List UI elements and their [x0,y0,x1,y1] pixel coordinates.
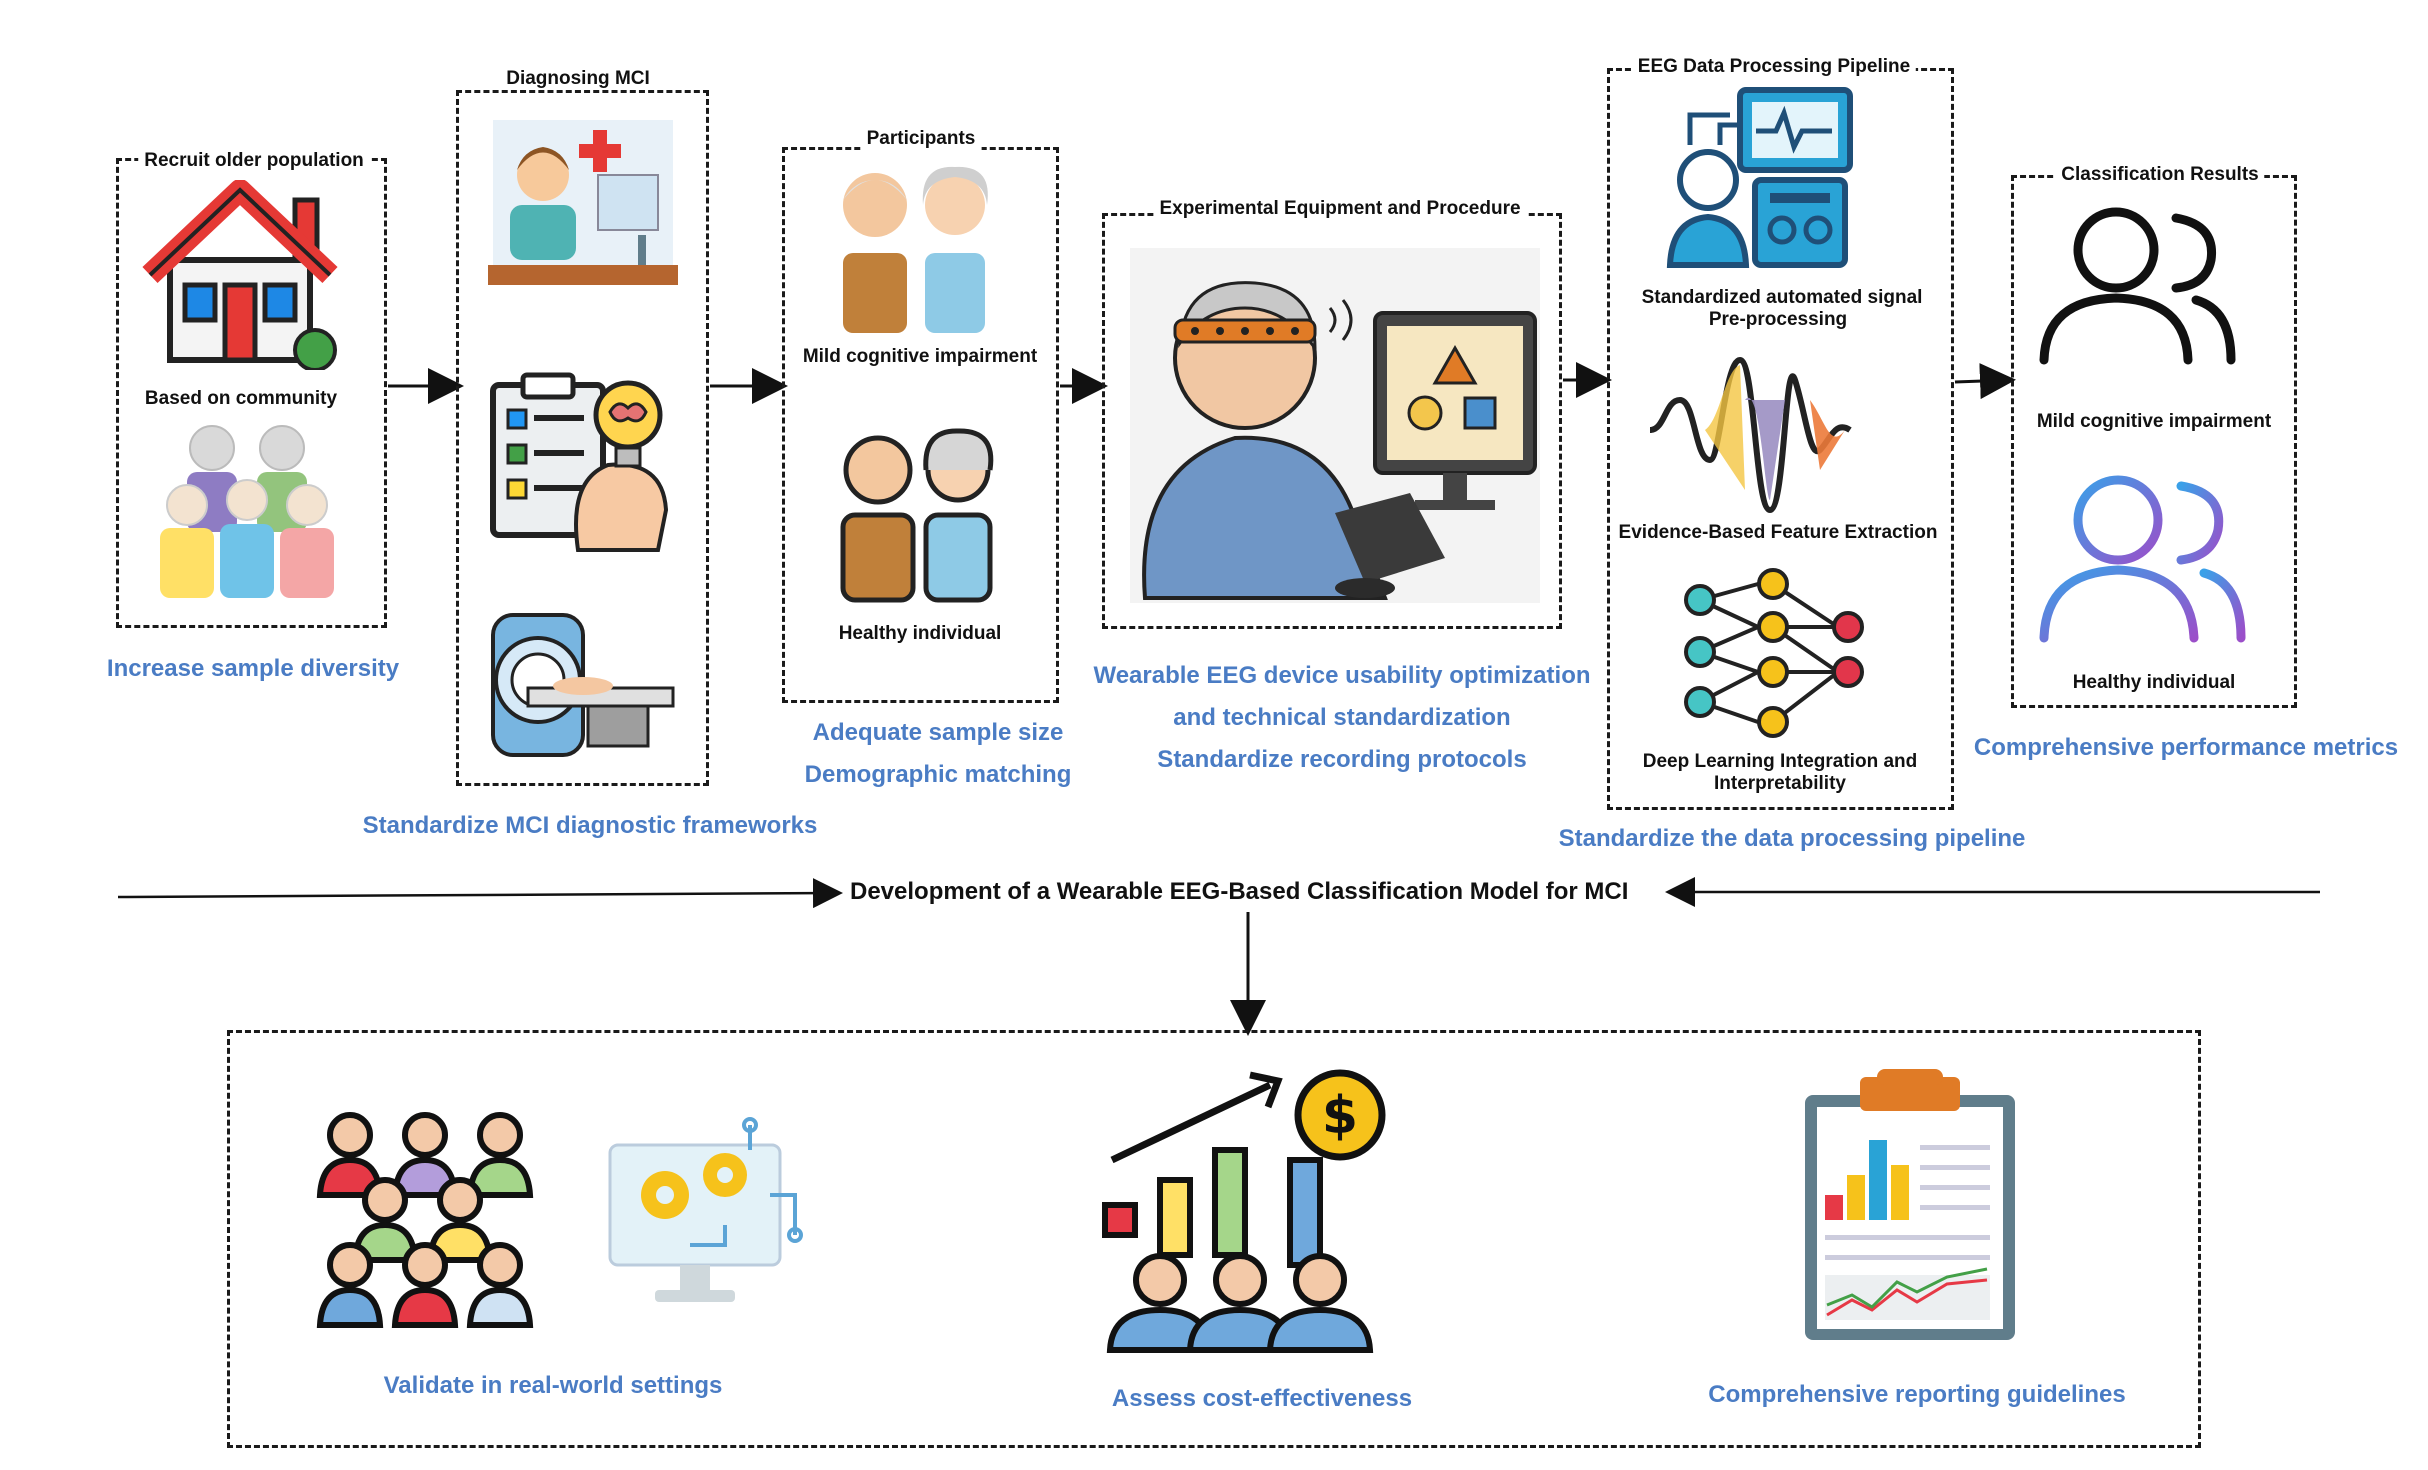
report-clipboard-icon [1805,1069,2015,1340]
participants-caption1: Adequate sample size [812,719,1064,746]
elderly-couple-healthy-icon [840,428,994,603]
results-group2: Healthy individual [2072,672,2236,693]
future-item2: Assess cost-effectiveness [1111,1385,1413,1412]
equipment-caption1: Wearable EEG device usability optimizati… [1093,662,1591,689]
mri-scanner-icon [491,613,675,757]
main-title: Development of a Wearable EEG-Based Clas… [850,878,1629,905]
diagnosing-title: Diagnosing MCI [500,68,656,90]
user-group-black-icon [2039,207,2236,365]
participants-group2: Healthy individual [838,623,1002,644]
waveform-icon [1649,356,1852,514]
pipeline-step3b: Interpretability [1714,773,1846,794]
participants-group1: Mild cognitive impairment [802,346,1038,367]
arrow-pipeline-to-results [1954,363,2016,400]
neural-network-icon [1684,568,1864,738]
svg-text:$: $ [1322,1086,1358,1146]
participants-title: Participants [860,128,982,150]
pipeline-step1b: Pre-processing [1708,309,1848,330]
community-group-icon [160,425,334,598]
doctor-icon [488,120,678,285]
diagnosing-box [456,90,709,786]
pipeline-step1a: Standardized automated signal [1641,287,1923,308]
equipment-title: Experimental Equipment and Procedure [1153,198,1527,220]
pipeline-step3a: Deep Learning Integration and [1642,751,1918,772]
recruit-title: Recruit older population [138,150,370,172]
arrow-left-to-title [117,878,843,909]
equipment-caption2: and technical standardization [1173,704,1511,731]
equipment-caption3: Standardize recording protocols [1157,746,1527,773]
eeg-user-computer-icon [1130,248,1540,603]
cost-chart-icon: $ [1102,1069,1386,1353]
future-item1: Validate in real-world settings [383,1372,723,1399]
eeg-monitor-icon [1666,87,1853,268]
pipeline-step2: Evidence-Based Feature Extraction [1618,522,1938,543]
results-caption: Comprehensive performance metrics [1973,734,2399,761]
recruit-label: Based on community [144,388,338,409]
results-title: Classification Results [2055,164,2265,186]
results-group1: Mild cognitive impairment [2036,411,2272,432]
house-icon [142,180,338,370]
future-item3: Comprehensive reporting guidelines [1708,1381,2126,1408]
elderly-couple-mci-icon [843,166,988,333]
settings-monitor-icon [608,1117,804,1302]
diagnosing-caption: Standardize MCI diagnostic frameworks [362,812,818,839]
crowd-icon [316,1112,534,1328]
pipeline-title: EEG Data Processing Pipeline [1631,56,1917,78]
checklist-brain-icon [490,372,669,552]
user-group-purple-icon [2039,475,2246,643]
participants-caption2: Demographic matching [804,761,1072,788]
pipeline-caption: Standardize the data processing pipeline [1558,825,2026,852]
future-box [227,1030,2201,1448]
recruit-caption: Increase sample diversity [106,655,400,682]
